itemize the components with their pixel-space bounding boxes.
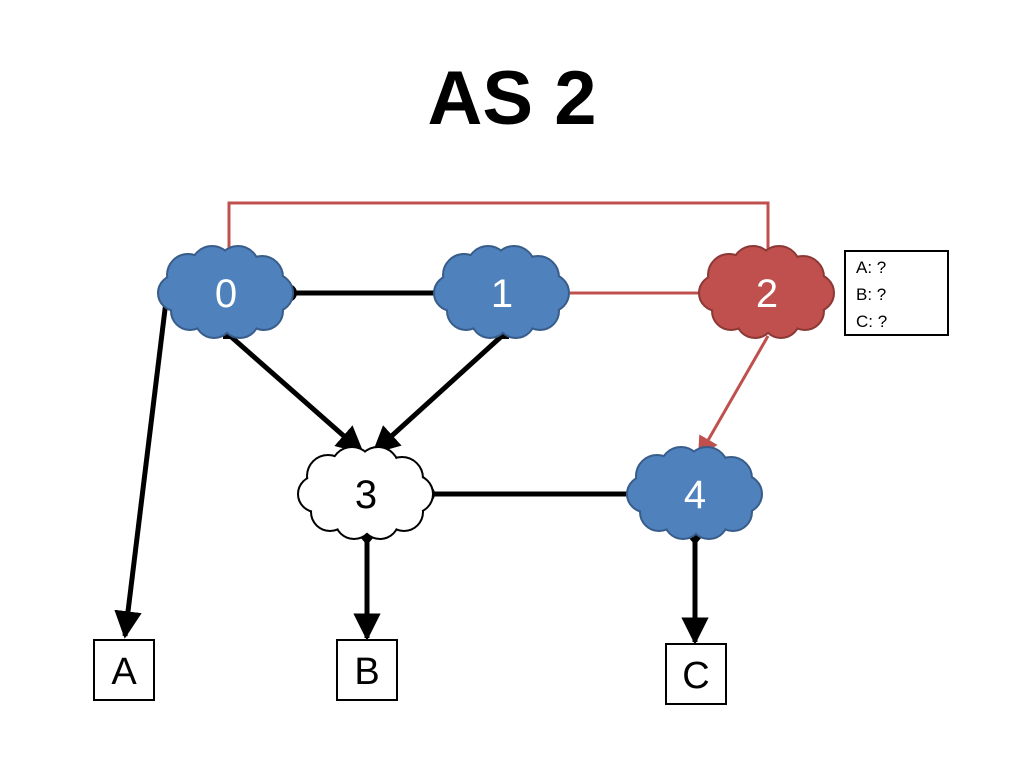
cloud-white-icon: [297, 446, 434, 540]
node-as-1[interactable]: 1: [433, 245, 570, 339]
nodes-layer: 0 1 2 3 4: [157, 245, 835, 540]
node-1-label: 1: [491, 272, 513, 316]
routing-table: A: ? B: ? C: ?: [844, 250, 949, 336]
destination-a-label: A: [111, 651, 137, 693]
node-0-label: 0: [215, 272, 237, 316]
node-as-3[interactable]: 3: [297, 446, 434, 540]
node-4-label: 4: [684, 473, 706, 517]
cloud-lobe: [470, 261, 534, 325]
cloud-lobe: [435, 276, 469, 310]
node-as-0[interactable]: 0: [157, 245, 294, 339]
edge-0-2-overlay: [227, 201, 770, 256]
routing-row-a: A: ?: [856, 258, 886, 277]
routing-row-c: C: ?: [856, 312, 887, 331]
cloud-fill: [435, 247, 568, 337]
destination-box-b[interactable]: B: [336, 639, 398, 701]
cloud-red-icon: [698, 245, 835, 339]
cloud-blue-icon: [433, 245, 570, 339]
page-title: AS 2: [428, 56, 597, 141]
node-as-4[interactable]: 4: [626, 446, 763, 540]
cloud-lobe: [735, 261, 799, 325]
cloud-blue-icon: [626, 446, 763, 540]
node-as-2[interactable]: 2: [698, 245, 835, 339]
destination-box-a[interactable]: A: [93, 639, 155, 701]
cloud-lobe: [334, 462, 398, 526]
destination-b-label: B: [354, 651, 379, 693]
cloud-lobe: [194, 261, 258, 325]
cloud-lobe: [299, 477, 333, 511]
cloud-blue-icon: [157, 245, 294, 339]
cloud-fill: [628, 448, 761, 538]
cloud-lobe: [663, 462, 727, 526]
cloud-fill: [159, 247, 292, 337]
edge-2-4-customer: [697, 335, 770, 458]
cloud-lobe: [159, 276, 193, 310]
edge-0-A-customer: [114, 292, 170, 639]
edge-0-3-customer: [226, 332, 365, 454]
cloud-fill: [299, 448, 432, 538]
cloud-lobe: [700, 276, 734, 310]
cloud-lobe: [628, 477, 662, 511]
edge-1-3-customer: [371, 332, 506, 454]
cloud-fill: [700, 247, 833, 337]
routing-row-b: B: ?: [856, 285, 886, 304]
destination-box-c[interactable]: C: [665, 643, 727, 705]
node-2-label: 2: [756, 272, 778, 316]
node-3-label: 3: [355, 473, 377, 517]
destination-c-label: C: [682, 655, 709, 697]
